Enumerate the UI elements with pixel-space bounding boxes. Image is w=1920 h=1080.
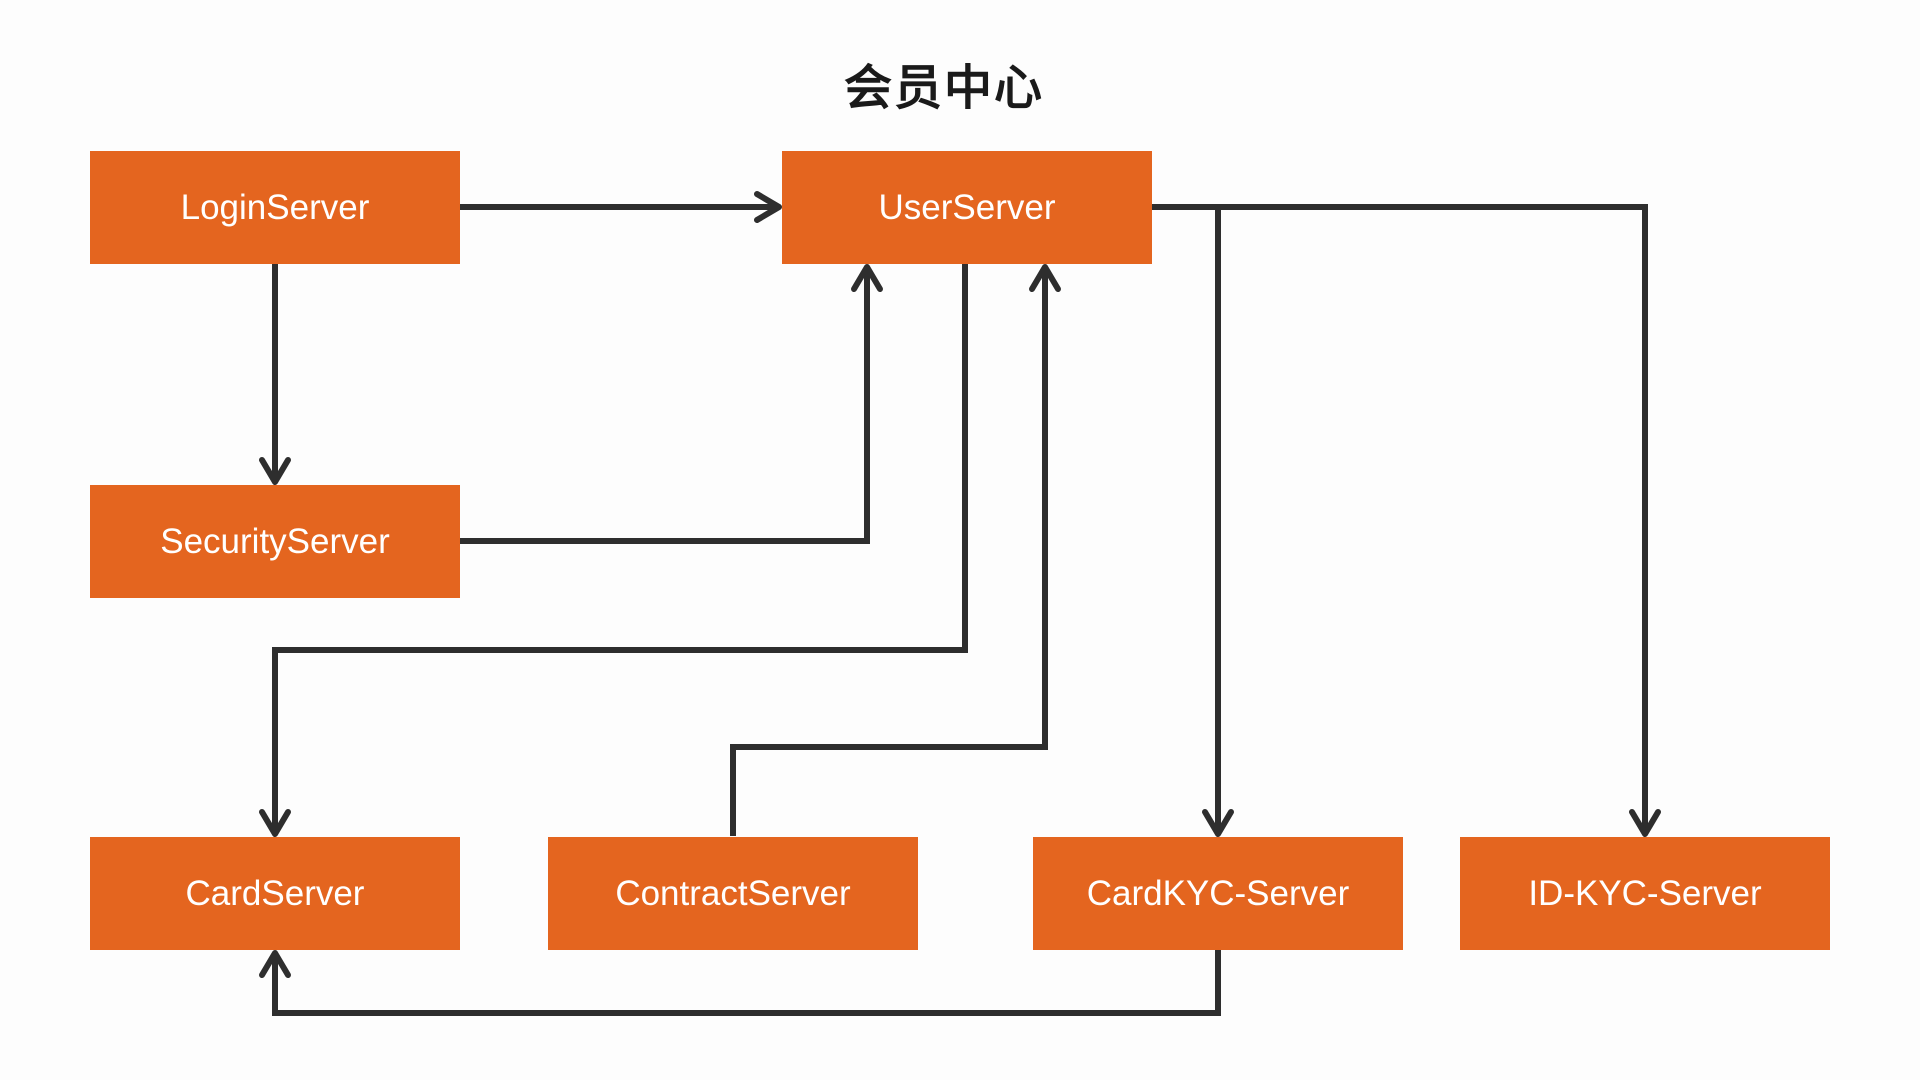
node-securityserver: SecurityServer	[90, 485, 460, 598]
node-idkycserver: ID-KYC-Server	[1460, 837, 1830, 950]
edge-userserver-cardserver	[259, 264, 968, 837]
edge-userserver-idkycserver	[1152, 204, 1661, 837]
edge-securityserver-userserver	[460, 264, 883, 544]
node-cardkycserver: CardKYC-Server	[1033, 837, 1403, 950]
node-loginserver: LoginServer	[90, 151, 460, 264]
node-cardserver: CardServer	[90, 837, 460, 950]
node-contractserver: ContractServer	[548, 837, 918, 950]
diagram-title: 会员中心	[843, 62, 1044, 115]
node-userserver: UserServer	[782, 151, 1152, 264]
edge-contractserver-userserver	[730, 264, 1061, 836]
edge-cardkycserver-cardserver	[259, 950, 1221, 1016]
